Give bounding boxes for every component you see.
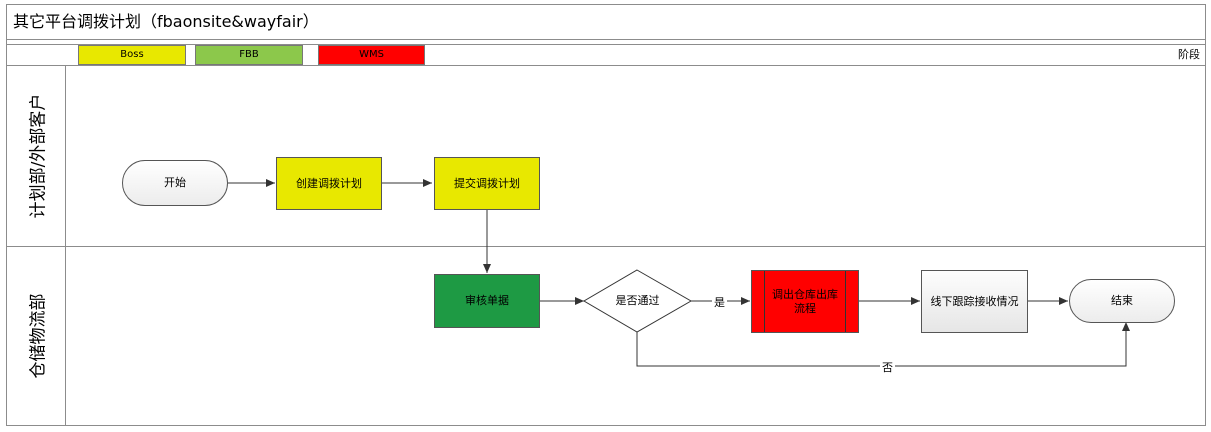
diagram-frame [6,4,1206,426]
start-node: 开始 [122,160,228,206]
review-node: 审核单据 [434,274,540,328]
edge-label-yes: 是 [712,294,727,310]
stage-label: 阶段 [1178,48,1200,61]
submit-plan-label: 提交调拨计划 [454,176,520,190]
offline-track-node: 线下跟踪接收情况 [921,270,1028,333]
decision-label: 是否通过 [615,294,660,307]
wms-process-label: 调出仓库出库流程 [772,287,838,315]
lane-header-planning: 计划部/外部客户 [6,66,66,246]
decision-diamond [583,269,693,333]
decision-node: 是否通过 [584,270,691,332]
wms-process-node: 调出仓库出库流程 [751,270,859,333]
start-node-label: 开始 [164,176,186,189]
legend-wms: WMS [318,45,425,65]
end-node: 结束 [1069,279,1175,323]
review-label: 审核单据 [465,294,509,307]
end-node-label: 结束 [1111,294,1133,307]
submit-plan-node: 提交调拨计划 [434,157,540,210]
lane-header-warehouse: 仓储物流部 [6,246,66,426]
create-plan-label: 创建调拨计划 [296,176,362,190]
offline-track-label: 线下跟踪接收情况 [930,294,1019,308]
legend-boss: Boss [78,45,186,65]
diagram-title: 其它平台调拨计划（fbaonsite&wayfair） [6,4,1206,40]
subprocess-bar-left [764,271,765,332]
create-plan-node: 创建调拨计划 [276,157,382,210]
legend-fbb: FBB [195,45,303,65]
edge-label-no: 否 [880,359,895,375]
subprocess-bar-right [845,271,846,332]
lane-separator [6,246,1206,247]
legend-row [6,44,1206,66]
